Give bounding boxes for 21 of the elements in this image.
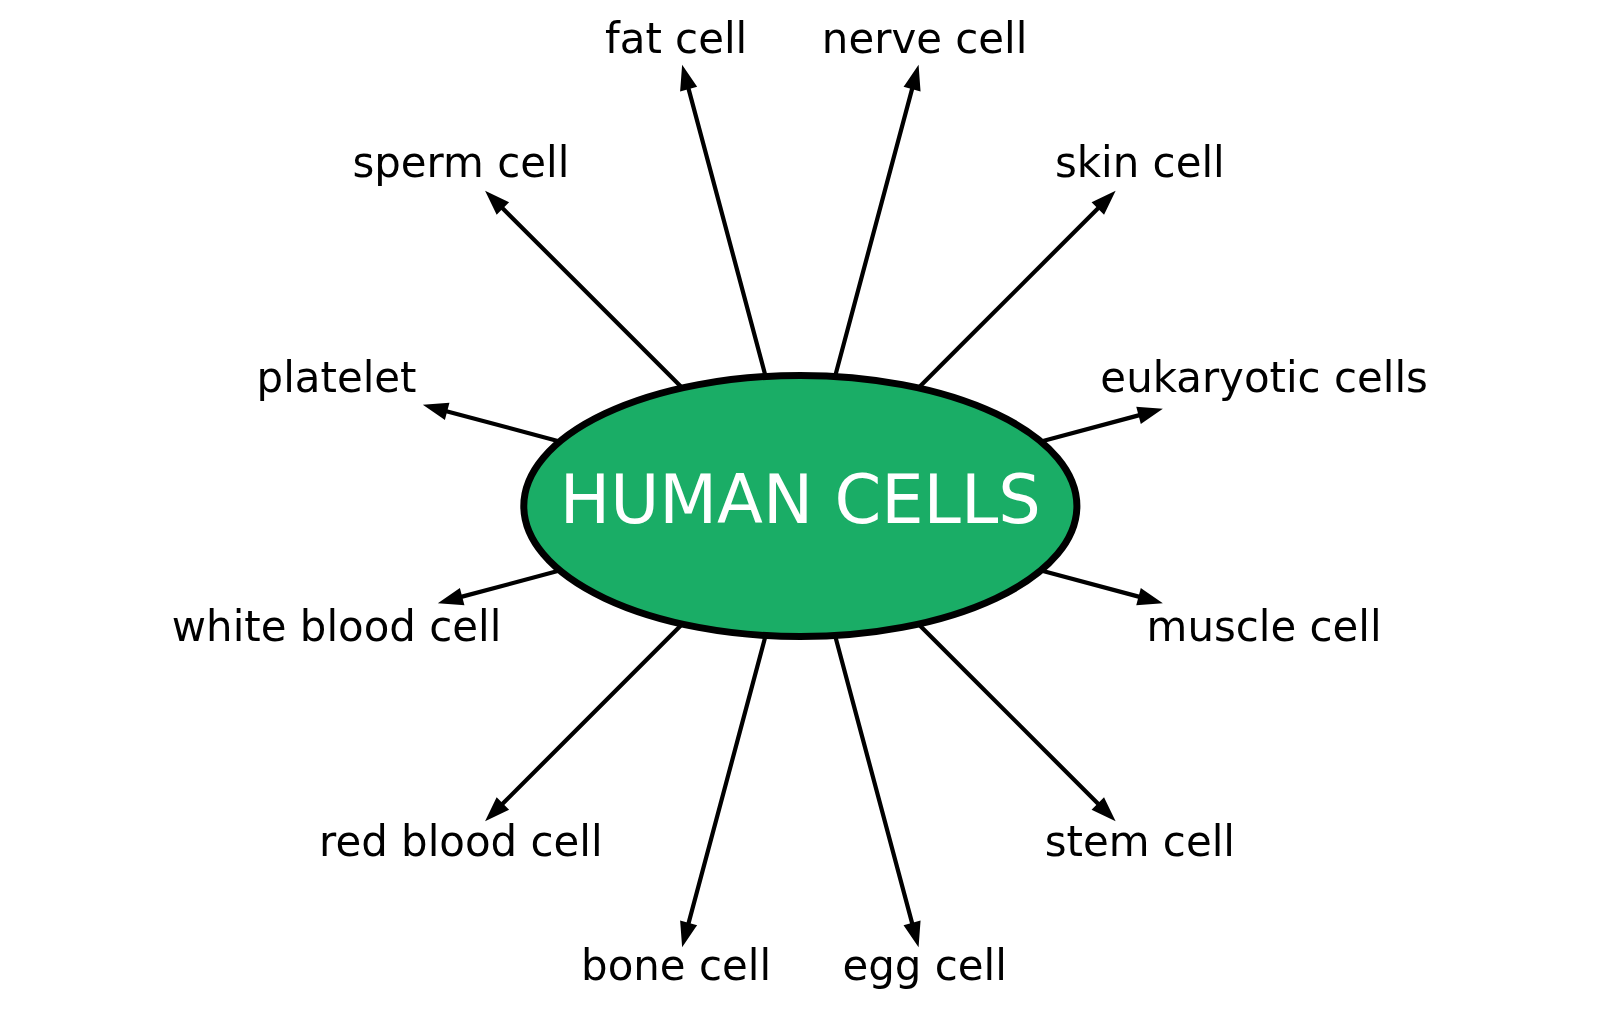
node-text: fat cell <box>604 13 748 63</box>
arrow <box>833 635 921 948</box>
node-text: platelet <box>256 353 417 403</box>
node-text: nerve cell <box>821 13 1028 63</box>
node-text: bone cell <box>581 941 772 991</box>
arrow <box>833 64 921 377</box>
node-text: sperm cell <box>352 137 570 187</box>
arrow <box>680 64 768 377</box>
node-text: eukaryotic cells <box>1100 353 1428 403</box>
node-ellipse: HUMAN CELLS <box>520 371 1081 641</box>
arrow <box>1040 568 1163 606</box>
node-text: muscle cell <box>1146 601 1382 651</box>
arrow <box>422 402 561 444</box>
node-text: white blood cell <box>171 601 502 651</box>
node-text: skin cell <box>1055 137 1225 187</box>
arrow <box>680 635 768 948</box>
arrow <box>437 568 561 606</box>
node-text: stem cell <box>1044 816 1235 866</box>
arrow <box>1040 406 1163 444</box>
node-text: red blood cell <box>319 816 603 866</box>
node-text: egg cell <box>842 941 1007 991</box>
